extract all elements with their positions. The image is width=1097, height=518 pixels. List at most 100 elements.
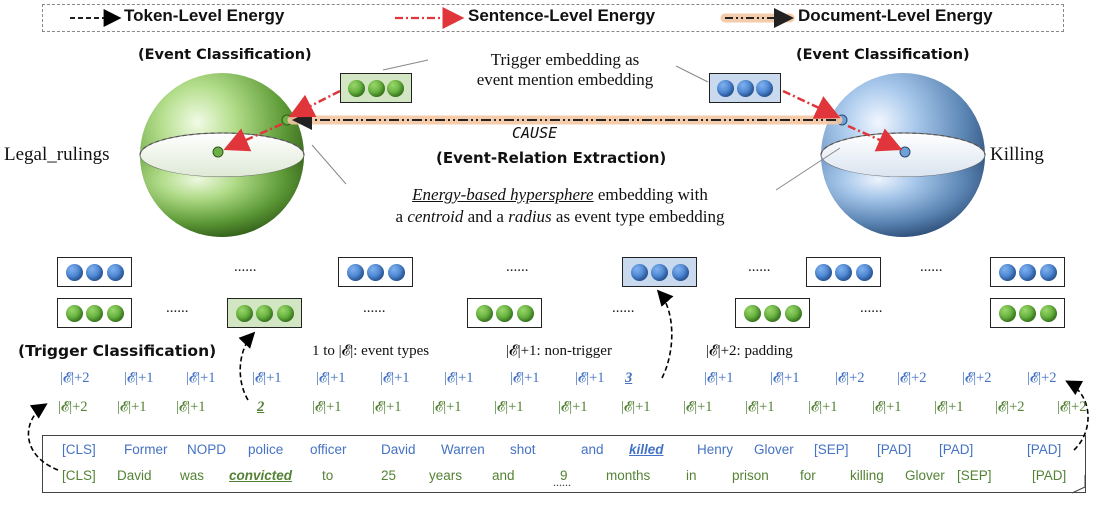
token: David <box>381 442 416 457</box>
token: years <box>429 468 463 483</box>
token-arrow-killed <box>656 289 674 379</box>
token: and <box>581 442 604 457</box>
page-corner-fold <box>1071 475 1086 494</box>
token-label: |𝓔|+1 <box>934 399 964 415</box>
blue-embedding <box>57 257 132 287</box>
token: 9 <box>560 468 568 483</box>
legend-arrows <box>70 7 795 29</box>
trigger-label: 2 <box>257 399 265 415</box>
token-label: |𝓔|+2 <box>58 399 88 415</box>
ellipsis: ...... <box>612 300 635 316</box>
token-label: |𝓔|+2 <box>1057 399 1087 415</box>
document-ellipsis: ...... <box>553 475 571 489</box>
killed-blue-embedding <box>622 257 697 287</box>
token: in <box>686 468 697 483</box>
token-label: |𝓔|+1 <box>510 370 540 386</box>
blue-embedding <box>990 257 1065 287</box>
token: was <box>180 468 205 483</box>
token-label: |𝓔|+2 <box>897 370 927 386</box>
token: [SEP] <box>814 442 849 457</box>
token-arrow-convicted <box>238 331 256 401</box>
legal-rulings-hypersphere <box>139 73 305 237</box>
left-sentence-arrow-1 <box>288 89 341 118</box>
token-label: |𝓔|+1 <box>808 399 838 415</box>
token-label: |𝓔|+1 <box>770 370 800 386</box>
token-label: |𝓔|+1 <box>380 370 410 386</box>
left-sentence-arrow-2 <box>223 122 283 152</box>
legend-sentence-level: Sentence-Level Energy <box>468 6 656 25</box>
legend-document-level: Document-Level Energy <box>798 6 993 25</box>
token-label: |𝓔|+1 <box>176 399 206 415</box>
token: NOPD <box>187 442 227 457</box>
trigger-classification-title: (Trigger Classification) <box>18 342 217 360</box>
token: police <box>248 442 284 457</box>
document-token-box <box>42 435 1086 493</box>
ellipsis: ...... <box>363 300 386 316</box>
token: [CLS] <box>62 442 96 457</box>
token: Former <box>124 442 168 457</box>
token: shot <box>510 442 536 457</box>
token-label: |𝓔|+1 <box>683 399 713 415</box>
trigger-embedding-caption: Trigger embedding as event mention embed… <box>476 50 654 89</box>
token-label: |𝓔|+1 <box>124 370 154 386</box>
token: [CLS] <box>62 468 96 483</box>
ellipsis: ...... <box>860 300 883 316</box>
green-embedding <box>467 298 542 328</box>
trigger-label: 3 <box>625 370 633 386</box>
token-label: |𝓔|+2 <box>962 370 992 386</box>
token-label: |𝓔|+2 <box>60 370 90 386</box>
token-label: |𝓔|+1 <box>312 399 342 415</box>
token-label: |𝓔|+1 <box>575 370 605 386</box>
ellipsis: ...... <box>506 259 529 275</box>
right-trigger-embedding <box>709 73 781 103</box>
green-embedding <box>57 298 132 328</box>
convicted-green-embedding <box>227 298 302 328</box>
ellipsis: ...... <box>234 259 257 275</box>
token-label: |𝓔|+1 <box>186 370 216 386</box>
token-label: |𝓔|+1 <box>444 370 474 386</box>
ellipsis: ...... <box>166 300 189 316</box>
blue-embedding <box>806 257 881 287</box>
token: for <box>800 468 816 483</box>
token: killing <box>850 468 884 483</box>
trigger-token: convicted <box>229 468 293 483</box>
legend <box>42 4 1064 32</box>
padding-legend: |𝓔|+2: padding <box>706 343 793 359</box>
token-label: |𝓔|+2 <box>1027 370 1057 386</box>
token-label: |𝓔|+1 <box>558 399 588 415</box>
token-label: |𝓔|+2 <box>835 370 865 386</box>
token-label: |𝓔|+1 <box>621 399 651 415</box>
token-label: |𝓔|+1 <box>704 370 734 386</box>
token: David <box>117 468 152 483</box>
token: Glover <box>905 468 945 483</box>
green-embedding <box>990 298 1065 328</box>
event-types-legend: 1 to |𝓔|: event types <box>312 343 430 359</box>
non-trigger-legend: |𝓔|+1: non-trigger <box>506 343 612 359</box>
token: 25 <box>381 468 397 483</box>
left-trigger-embedding <box>340 73 412 103</box>
right-centroid <box>899 146 911 158</box>
hypersphere-caption: Energy-based hypersphere embedding with … <box>395 185 725 226</box>
legal-rulings-label: Legal_rulings <box>4 144 110 165</box>
token: [SEP] <box>957 468 992 483</box>
green-embedding <box>735 298 810 328</box>
killing-hypersphere <box>820 73 986 237</box>
hypersphere-diagram <box>139 59 986 237</box>
token: [PAD] <box>1032 468 1067 483</box>
token: prison <box>732 468 769 483</box>
token-label: |𝓔|+1 <box>745 399 775 415</box>
ellipsis: ...... <box>920 259 943 275</box>
token: to <box>322 468 334 483</box>
right-sentence-arrow-2 <box>847 124 903 152</box>
event-relation-extraction-caption: (Event-Relation Extraction) <box>436 149 667 167</box>
left-event-classification-title: (Event Classification) <box>138 47 312 63</box>
token: Henry <box>697 442 734 457</box>
blue-embedding <box>338 257 413 287</box>
killing-label: Killing <box>990 144 1044 165</box>
token-label: |𝓔|+1 <box>316 370 346 386</box>
right-sentence-arrow-1 <box>782 89 841 119</box>
token-label: |𝓔|+1 <box>494 399 524 415</box>
token: months <box>606 468 651 483</box>
token: [PAD] <box>939 442 974 457</box>
